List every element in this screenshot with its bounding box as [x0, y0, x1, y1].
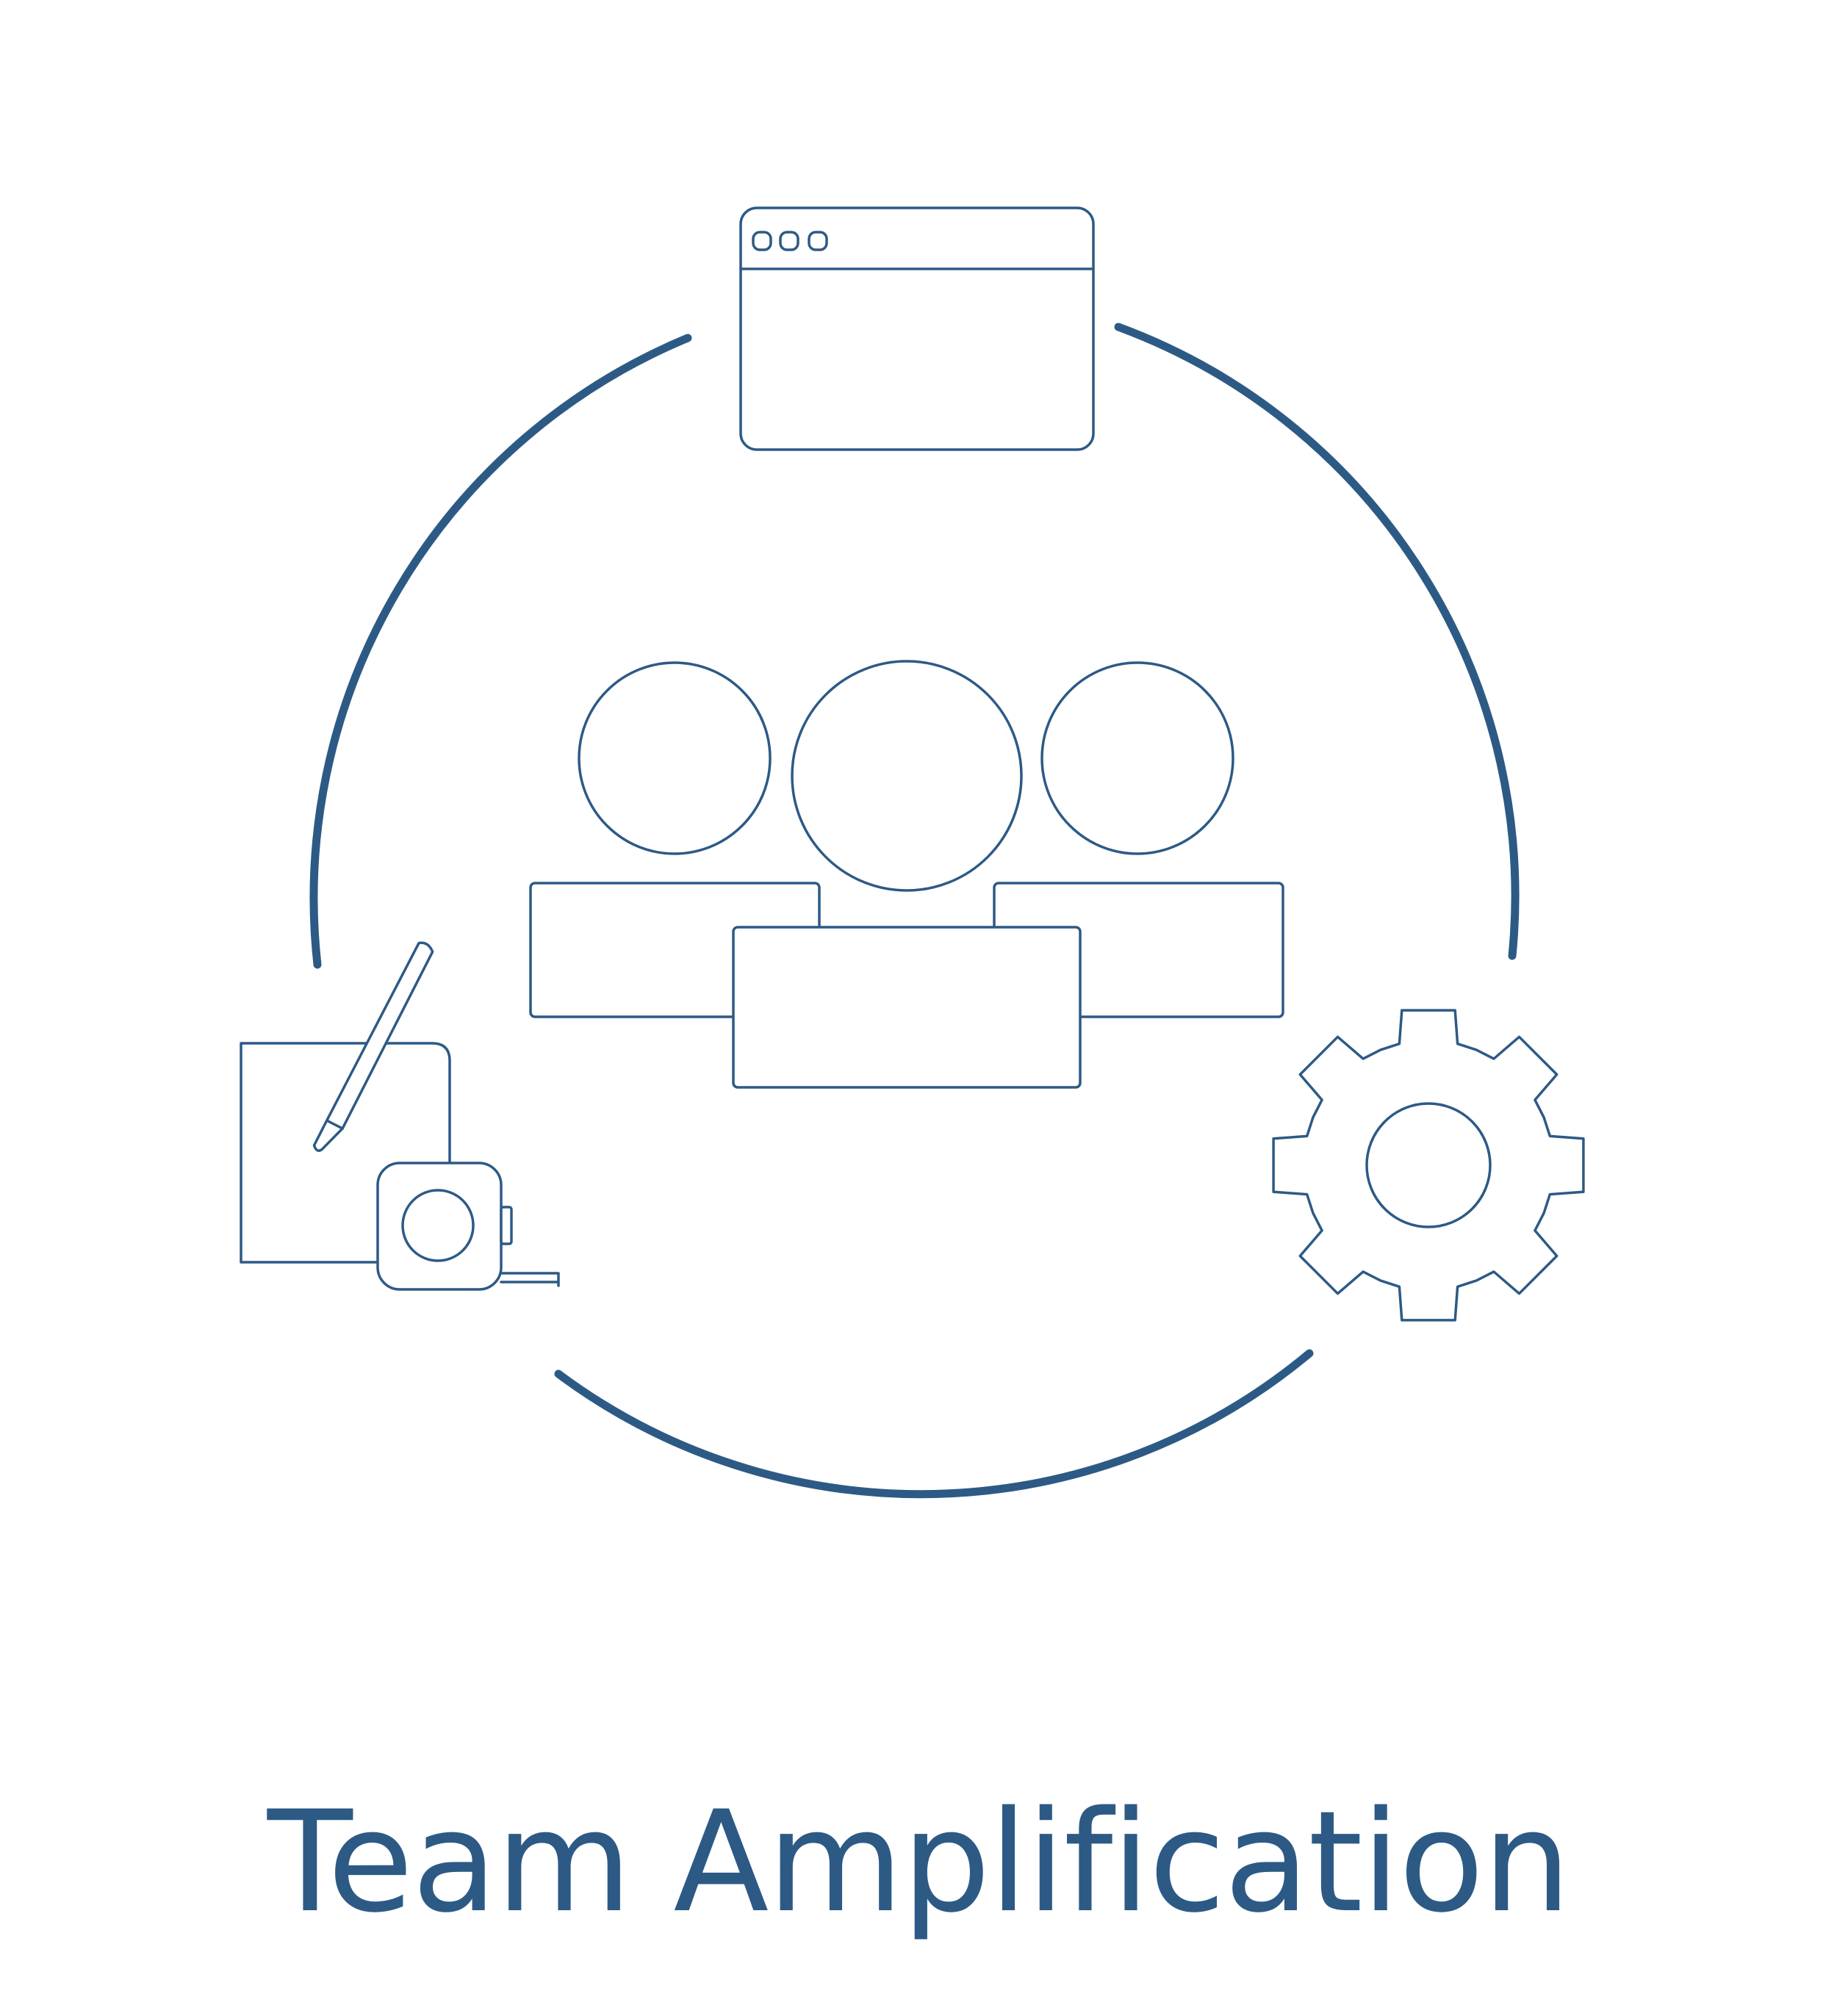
ring-arc-bottom	[554, 1349, 1314, 1499]
diagram-title: Team Amplification	[267, 1781, 1571, 1943]
pencil	[312, 941, 434, 1152]
browser-window-icon	[739, 206, 1095, 451]
left-person-head	[578, 661, 772, 855]
center-person-head	[791, 660, 1023, 892]
ring-arc-top-left	[309, 334, 692, 969]
ring-arc-top-right	[1114, 323, 1520, 960]
gear-icon	[1272, 1009, 1585, 1322]
right-person-head	[1040, 661, 1234, 855]
center-person-body	[732, 926, 1082, 1089]
cycle-ring	[309, 323, 1520, 1499]
tape-measure	[376, 1162, 560, 1291]
team-people-icon	[529, 660, 1284, 1089]
design-tools-icon	[240, 941, 560, 1291]
